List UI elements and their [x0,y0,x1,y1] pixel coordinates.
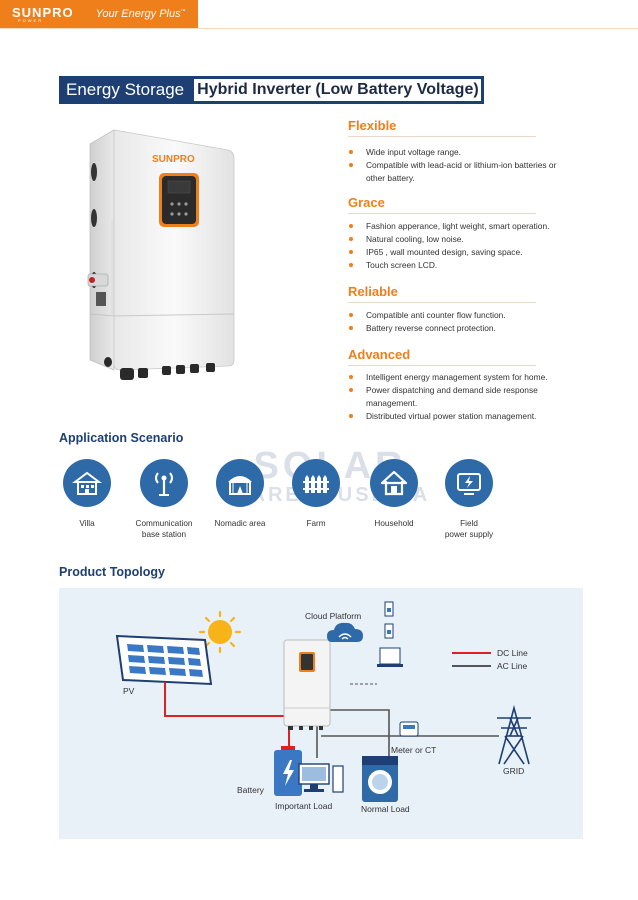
feature-heading-advanced: Advanced [348,347,411,362]
feature-list-reliable: Compatible anti counter flow function. Ba… [348,309,568,335]
header-divider [0,28,638,29]
feature-item: Touch screen LCD. [348,259,568,272]
fence-icon [292,459,340,507]
feature-divider [348,302,536,303]
washing-machine-icon [362,756,398,802]
feature-list-grace: Fashion apperance, light weight, smart o… [348,220,568,272]
scenario-label: Field power supply [444,519,494,539]
feature-item: Intelligent energy management system for… [348,371,568,384]
label-important-load: Important Load [275,801,333,811]
tagline: Your Energy Plus™ [95,8,186,20]
header-bar: SUNPRO POWER Your Energy Plus™ [0,0,198,28]
feature-item-text: Wide input voltage range. [366,147,461,157]
feature-divider [348,365,536,366]
monitoring-devices-icon [377,601,403,667]
bullet-icon [349,224,353,228]
feature-item-text: Intelligent energy management system for… [366,372,548,382]
bullet-icon [349,263,353,267]
bullet-icon [349,414,353,418]
solar-panel-icon [115,634,213,686]
feature-item-text: Compatible with lead-acid or lithium-ion… [366,160,557,183]
scenario-yurt: Nomadic area [200,459,280,529]
legend-dc-label: DC Line [497,648,528,658]
bullet-icon [349,375,353,379]
title-category: Energy Storage [60,77,193,103]
feature-item-text: IP65 , wall mounted design, saving space… [366,247,523,257]
house-icon [370,459,418,507]
feature-heading-grace: Grace [348,195,385,210]
important-load-icon [298,763,344,793]
bullet-icon [349,313,353,317]
label-grid: GRID [503,766,525,776]
bullet-icon [349,388,353,392]
label-meter: Meter or CT [391,745,437,755]
inverter-logo: SUNPRO [152,154,195,165]
feature-item: Distributed virtual power station manage… [348,410,568,423]
label-pv: PV [123,686,135,696]
brand-logo-sub: POWER [18,18,44,23]
scenario-label: Household [374,519,414,528]
title-product: Hybrid Inverter (Low Battery Voltage) [192,77,483,103]
bullet-icon [349,163,353,167]
meter-icon [399,721,419,737]
feature-list-advanced: Intelligent energy management system for… [348,371,568,423]
feature-item: Compatible with lead-acid or lithium-ion… [348,159,568,185]
feature-item-text: Compatible anti counter flow function. [366,310,506,320]
label-cloud-platform: Cloud Platform [305,611,362,621]
topology-heading: Product Topology [59,565,166,579]
grid-tower-icon [497,704,531,765]
scenario-villa: Villa [47,459,127,529]
topology-svg [115,601,531,802]
feature-item: Compatible anti counter flow function. [348,309,568,322]
bullet-icon [349,237,353,241]
label-battery: Battery [237,785,264,795]
scenario-fence: Farm [276,459,356,529]
feature-item-text: Distributed virtual power station manage… [366,411,537,421]
battery-icon [274,746,302,796]
scenario-label: Villa [79,519,95,528]
feature-item: Power dispatching and demand side respon… [348,384,568,410]
villa-icon [63,459,111,507]
feature-item: Fashion apperance, light weight, smart o… [348,220,568,233]
feature-item-text: Power dispatching and demand side respon… [366,385,538,408]
feature-item-text: Battery reverse connect protection. [366,323,496,333]
legend-ac-label: AC Line [497,661,528,671]
cloud-platform-icon [327,622,363,642]
bullet-icon [349,150,353,154]
feature-item: Battery reverse connect protection. [348,322,568,335]
bullet-icon [349,326,353,330]
feature-item-text: Natural cooling, low noise. [366,234,464,244]
scenario-label: Communication base station [135,519,193,539]
feature-divider [348,136,536,137]
field-power-icon [445,459,493,507]
application-heading: Application Scenario [59,431,184,445]
brand-logo: SUNPRO [12,5,74,20]
scenario-field-power: Field power supply [429,459,509,540]
feature-heading-reliable: Reliable [348,284,398,299]
bullet-icon [349,250,353,254]
antenna-icon [140,459,188,507]
scenario-house: Household [354,459,434,529]
feature-item: Wide input voltage range. [348,146,568,159]
yurt-icon [216,459,264,507]
scenario-antenna: Communication base station [124,459,204,540]
scenario-label: Farm [306,519,326,528]
inverter-icon [283,639,331,730]
feature-item: IP65 , wall mounted design, saving space… [348,246,568,259]
feature-item-text: Fashion apperance, light weight, smart o… [366,221,550,231]
feature-item-text: Touch screen LCD. [366,260,438,270]
label-normal-load: Normal Load [361,804,410,814]
inverter-product-image: SUNPRO [87,129,235,380]
scenario-label: Nomadic area [214,519,266,528]
feature-item: Natural cooling, low noise. [348,233,568,246]
feature-list-flexible: Wide input voltage range. Compatible with… [348,146,568,185]
feature-heading-flexible: Flexible [348,118,397,133]
feature-divider [348,213,536,214]
page-title: Energy Storage Hybrid Inverter (Low Batt… [59,76,484,104]
topology-diagram: Cloud Platform PV Battery Important Load… [59,588,583,839]
